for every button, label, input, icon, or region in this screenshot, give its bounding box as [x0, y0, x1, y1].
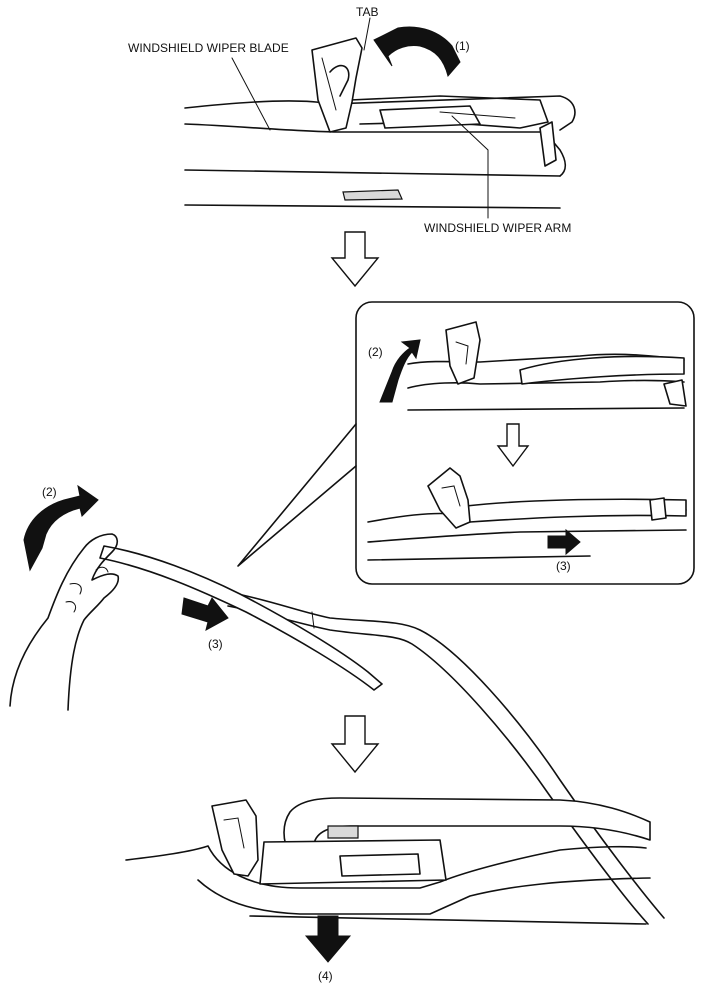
bottom-blade-top	[125, 845, 647, 889]
inset-lower-bottom	[367, 555, 591, 561]
arm-hook	[379, 105, 481, 129]
inset-lower-tab-slot	[441, 485, 461, 507]
hand-outline	[9, 533, 120, 711]
down-arrow-2	[330, 715, 380, 774]
arm-long-top	[227, 591, 665, 919]
down-arrow-1	[330, 231, 380, 288]
inset-callout	[237, 423, 357, 567]
bottom-tab	[211, 799, 259, 877]
rotate-arrow-1	[373, 26, 461, 78]
label-arm: WINDSHIELD WIPER ARM	[424, 221, 571, 235]
leader-tab	[363, 17, 371, 51]
label-step-2-inset: (2)	[368, 345, 383, 359]
inset-lower-arm	[465, 498, 687, 523]
tab-part	[311, 37, 363, 133]
push-arrow-4	[304, 915, 352, 963]
label-tab: TAB	[356, 5, 378, 19]
arm-inner	[439, 111, 516, 119]
slide-arrow-3-inset	[547, 528, 581, 556]
inset-down-arrow	[496, 423, 530, 468]
bottom-blade-bottom	[249, 915, 647, 925]
inset-lower-arm-clip	[649, 497, 667, 521]
bottom-assembly	[125, 797, 651, 963]
blade-bottom-line	[184, 204, 561, 209]
label-step-4: (4)	[318, 969, 333, 983]
label-step-3-inset: (3)	[556, 559, 571, 573]
hand-fingers	[65, 566, 109, 613]
inset-upper-tab	[445, 321, 481, 385]
inset-lower-tab	[427, 467, 471, 529]
label-step-2-main: (2)	[42, 485, 57, 499]
bottom-arm-slot	[327, 825, 359, 839]
slide-arrow-3-main	[181, 597, 229, 631]
tab-edge	[321, 57, 337, 111]
bottom-tab-slot	[223, 817, 245, 849]
rotate-arrow-2-main	[23, 484, 99, 572]
inset-upper-arm	[519, 355, 685, 385]
blade-slot	[342, 189, 403, 201]
blade-outline-mid	[184, 123, 567, 177]
middle-assembly	[9, 484, 665, 925]
inset-lower-base	[367, 529, 687, 543]
arm-long-bottom	[227, 605, 649, 925]
inset-upper-arm-end	[663, 379, 687, 407]
inset-upper-blade-low	[407, 379, 685, 389]
held-blade	[99, 545, 383, 691]
label-step-3-main: (3)	[208, 637, 223, 651]
inset-panel	[237, 301, 695, 585]
tab-slot	[329, 64, 350, 97]
arm-joint	[311, 611, 315, 629]
label-step-1: (1)	[455, 39, 470, 53]
label-blade: WINDSHIELD WIPER BLADE	[128, 41, 289, 55]
blade-rubber-line	[184, 169, 561, 177]
inset-upper-tab-slot	[455, 341, 469, 365]
leader-blade	[231, 57, 271, 131]
arm-end	[539, 121, 557, 167]
inset-upper-base	[407, 407, 685, 411]
bottom-blade-line	[197, 877, 651, 915]
blade-outline-top	[184, 95, 576, 131]
top-assembly	[184, 17, 576, 219]
bottom-clip-inner	[339, 853, 421, 877]
rotate-arrow-2-inset	[379, 339, 421, 403]
leader-arm	[451, 115, 489, 219]
